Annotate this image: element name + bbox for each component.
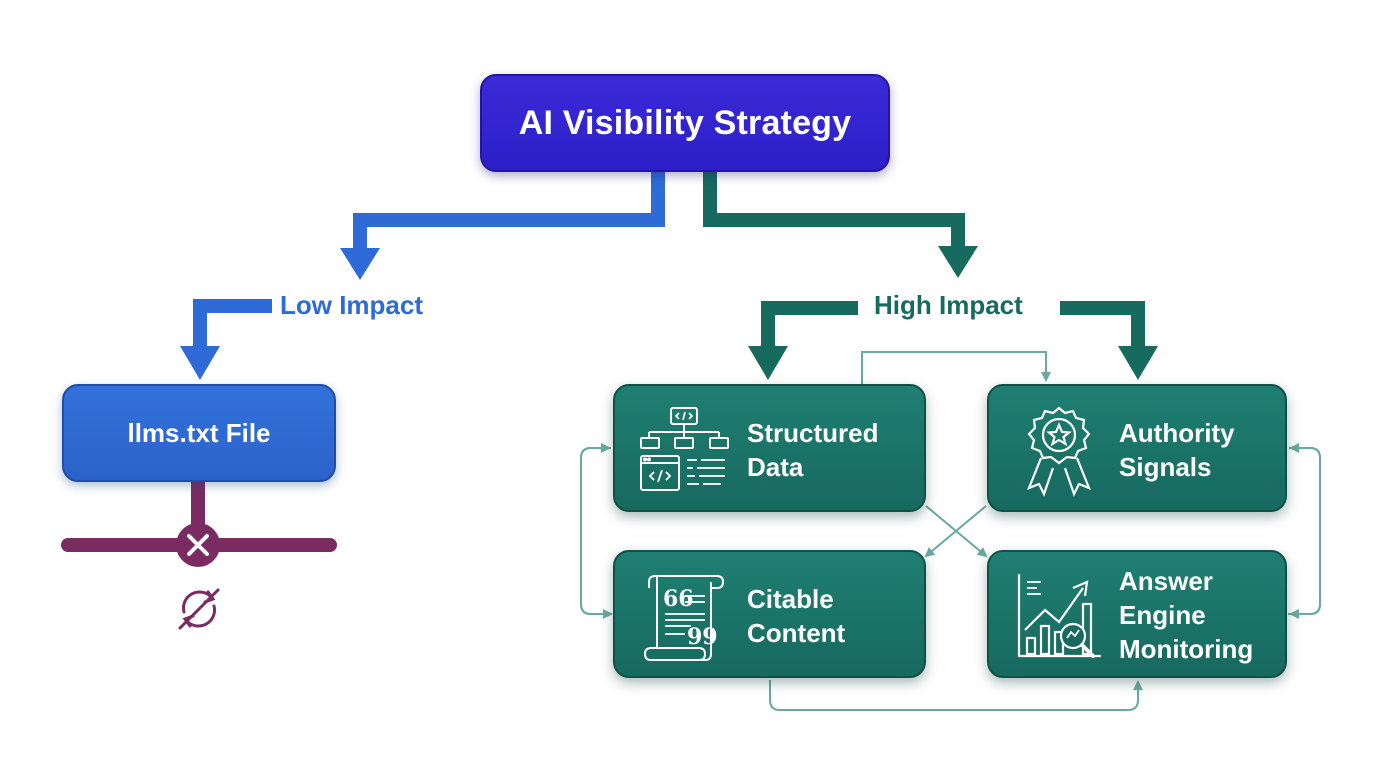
- svg-text:99: 99: [687, 624, 718, 650]
- citable-content-node: 66 99 Citable Content: [613, 550, 926, 678]
- high-impact-arrow: [703, 172, 1158, 380]
- root-node-ai-visibility-strategy: AI Visibility Strategy: [480, 74, 890, 172]
- citable-content-label: Citable Content: [747, 584, 846, 648]
- authority-signals-node: Authority Signals: [987, 384, 1287, 512]
- structured-data-label: Structured Data: [747, 418, 879, 482]
- analytics-chart-icon: [1017, 574, 1101, 658]
- interconnection-lines: [580, 351, 1321, 711]
- award-badge-icon: [1027, 406, 1091, 497]
- blocked-connector: [61, 482, 337, 630]
- llms-txt-node: llms.txt File: [62, 384, 336, 482]
- quote-scroll-icon: 66 99: [643, 575, 725, 661]
- svg-text:66: 66: [663, 586, 694, 612]
- answer-engine-monitoring-label: Answer Engine Monitoring: [1119, 566, 1254, 664]
- sync-disabled-icon: [178, 588, 220, 630]
- structured-data-node: Structured Data: [613, 384, 926, 512]
- authority-signals-label: Authority Signals: [1119, 418, 1235, 482]
- root-title: AI Visibility Strategy: [518, 103, 852, 142]
- high-impact-label: High Impact: [866, 290, 1031, 321]
- structured-data-icon: [640, 407, 729, 491]
- low-impact-label: Low Impact: [272, 290, 432, 321]
- answer-engine-monitoring-node: Answer Engine Monitoring: [987, 550, 1287, 678]
- llms-txt-label: llms.txt File: [127, 417, 271, 448]
- low-impact-arrow: [180, 172, 665, 380]
